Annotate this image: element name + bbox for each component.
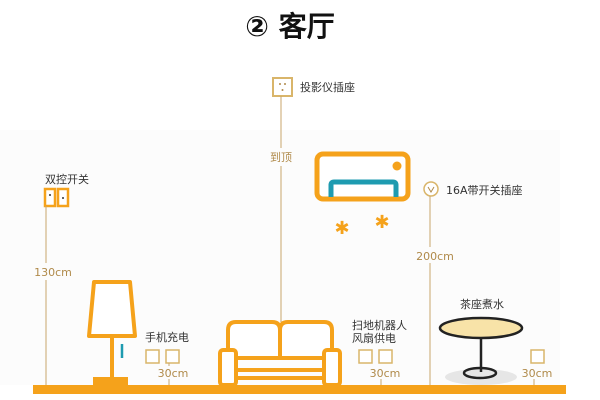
tea-outlet-icon	[530, 349, 545, 364]
robot-height-label: 30cm	[370, 367, 401, 380]
snowflake-icon: ✱	[374, 212, 389, 233]
phone-charging-label: 手机充电	[145, 330, 189, 344]
air-conditioner-icon	[314, 151, 411, 202]
tea-height-label: 30cm	[522, 367, 553, 380]
outlet-16a-icon	[423, 181, 439, 197]
tea-table-icon	[438, 316, 524, 385]
tea-label: 茶座煮水	[460, 297, 504, 311]
diagram-title: ② 客厅	[245, 10, 334, 43]
dual-switch-label: 双控开关	[45, 172, 89, 186]
switch-height-label: 130cm	[34, 266, 72, 279]
outlet-16a-label: 16A带开关插座	[446, 183, 523, 197]
phone-height-label: 30cm	[158, 367, 189, 380]
snowflake-icon: ✱	[334, 218, 349, 239]
projector-outlet-label: 投影仪插座	[300, 80, 355, 94]
floor	[33, 385, 566, 394]
floor-lamp-icon	[87, 280, 137, 385]
robot-label-line1: 扫地机器人	[352, 318, 407, 332]
projector-outlet-icon	[272, 77, 293, 97]
robot-label-line2: 风扇供电	[352, 331, 396, 345]
phone-outlets-icon	[145, 349, 180, 364]
ac-height-label: 200cm	[416, 250, 454, 263]
dual-switch-icon	[43, 187, 70, 208]
to-ceiling-label: 到顶	[270, 151, 292, 164]
robot-outlets-icon	[358, 349, 393, 364]
